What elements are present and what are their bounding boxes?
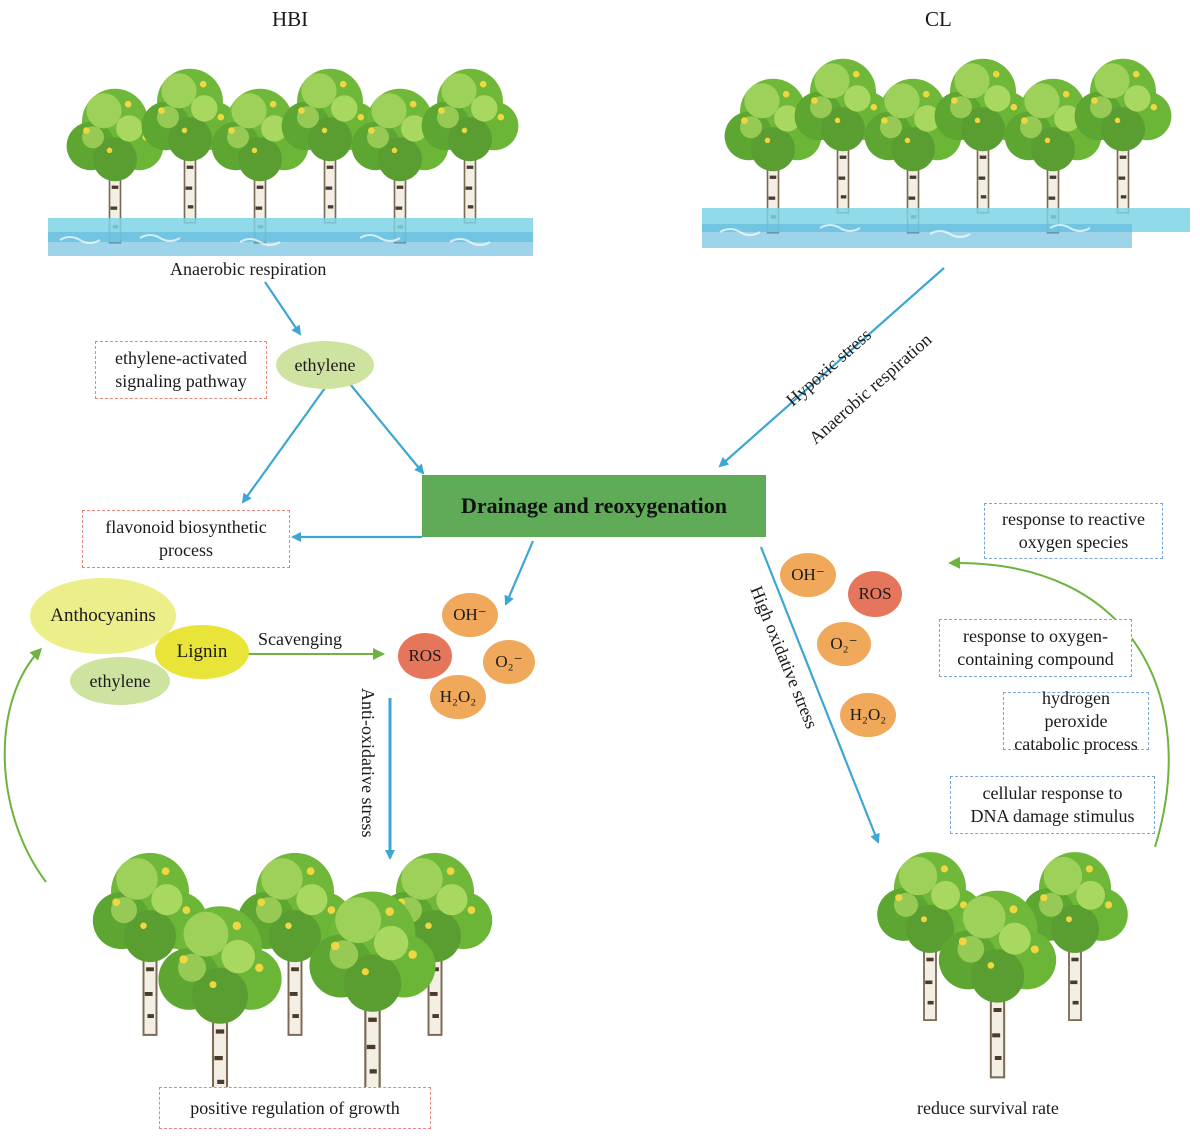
label-scavenging: Scavenging [258,629,342,649]
drainage-reoxygenation-box: Drainage and reoxygenation [422,475,766,537]
arrow-growth-feedback [3,647,47,883]
box-response-to-oxygen-compound: response to oxygen- containing compound [939,619,1132,677]
box-response-to-ros: response to reactive oxygen species [984,503,1163,559]
ros-right-oh: OH⁻ [780,553,836,597]
weakened-trees [876,851,1129,1079]
arrow-ethylene-to-flavonoid [241,387,326,504]
node-ethylene-bottom: ethylene [70,657,170,705]
hbi-flooded-trees [48,67,533,256]
ros-left-oh: OH⁻ [442,593,498,637]
box-positive-regulation-of-growth: positive regulation of growth [159,1087,431,1129]
arrow-cl-to-drainage [718,267,945,468]
ros-right-h2o2: H₂O₂ [840,693,896,737]
node-ethylene-top: ethylene [276,341,374,389]
green-arrows [3,556,1170,883]
header-hbi: HBI [272,7,309,31]
ros-left-ros: ROS [398,633,452,679]
blue-arrows [241,267,945,860]
ros-right-o2: O₂⁻ [817,622,871,666]
arrow-drainage-to-cl-trees [759,546,880,844]
arrow-drainage-to-ros-left [504,540,535,606]
arrow-stress-feedback [948,556,1170,848]
ros-right-ros: ROS [848,571,902,617]
ros-left-o2: O₂⁻ [483,640,535,684]
header-cl: CL [925,7,952,31]
cl-flooded-trees [702,57,1190,248]
arrow-anaerobic-to-ethylene [264,281,302,336]
label-anaerobic-respiration-hbi: Anaerobic respiration [170,259,327,279]
label-anti-oxidative-stress: Anti-oxidative stress [358,688,378,838]
node-lignin: Lignin [155,625,249,679]
box-dna-damage-response: cellular response to DNA damage stimulus [950,776,1155,834]
healthy-trees [91,851,494,1104]
node-anthocyanins: Anthocyanins [30,578,176,654]
label-reduce-survival-rate: reduce survival rate [917,1098,1059,1118]
ros-left-h2o2: H₂O₂ [430,675,486,719]
box-flavonoid-biosynthetic-process: flavonoid biosynthetic process [82,510,290,568]
box-hydrogen-peroxide-catabolic: hydrogen peroxide catabolic process [1003,688,1149,754]
arrow-ethylene-to-drainage [349,383,425,475]
box-ethylene-signaling-pathway: ethylene-activated signaling pathway [95,341,267,399]
